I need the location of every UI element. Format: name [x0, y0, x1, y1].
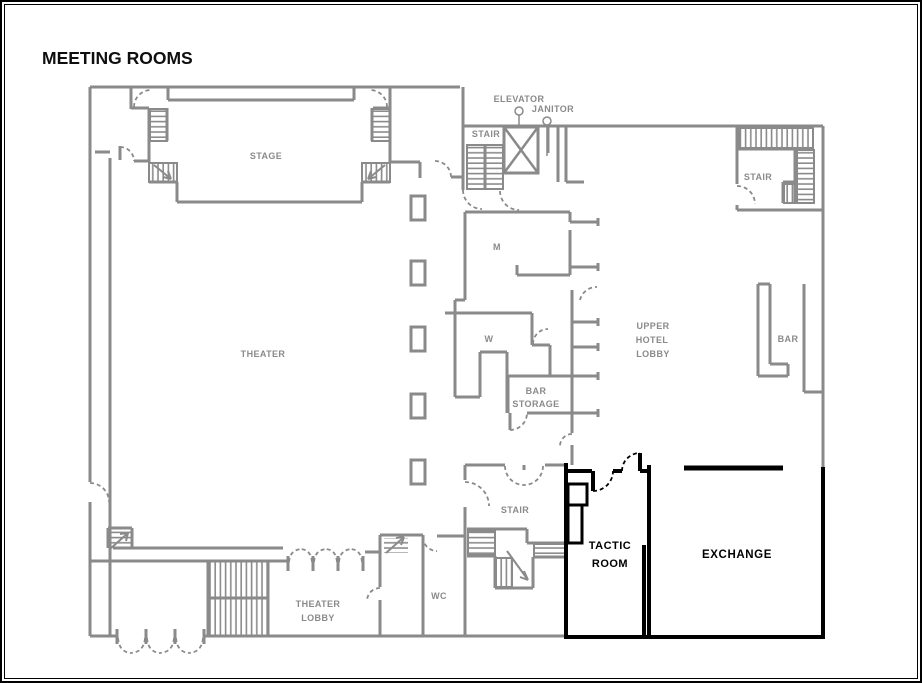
- column-pillar: [409, 392, 427, 420]
- tactic-room-door-arcs: [592, 452, 641, 492]
- gray-walls: [88, 85, 825, 644]
- label-leader-lines: [518, 115, 548, 156]
- theater-lobby-label-line2: LOBBY: [301, 613, 335, 623]
- main-stair-run-c-hatch: [533, 543, 567, 558]
- main-stair-label: STAIR: [501, 505, 529, 515]
- upper-right-stair-hatch-side: [796, 149, 815, 204]
- bar-storage-label-line1: BAR: [526, 386, 547, 396]
- elevator-label: ELEVATOR: [494, 94, 545, 104]
- door-swing-arcs: [89, 89, 756, 654]
- upper-hotel-lobby-label-line1: UPPER: [636, 321, 669, 331]
- column-pillar: [409, 259, 427, 287]
- main-stair-run-a-hatch: [467, 530, 496, 556]
- tactic-room-label-line1: TACTIC: [589, 540, 632, 552]
- elevator-leader-dot: [514, 106, 524, 116]
- stair-hatching: [109, 108, 815, 637]
- highlighted-rooms: [564, 452, 825, 639]
- mens-restroom-label: M: [493, 242, 501, 252]
- upper-hotel-lobby-label-line2: HOTEL: [636, 335, 669, 345]
- room-labels: MEETING ROOMS STAGE THEATER STAIR ELEVAT…: [42, 48, 798, 623]
- backstage-stair-hatch: [466, 144, 504, 190]
- theater-lobby-label-line1: THEATER: [296, 599, 341, 609]
- upper-right-stair-label: STAIR: [744, 172, 772, 182]
- theater-label: THEATER: [241, 349, 286, 359]
- lobby-left-stair-hatch: [109, 529, 132, 548]
- womens-restroom-label: W: [485, 334, 494, 344]
- janitor-label: JANITOR: [532, 104, 574, 114]
- stage-right-lower-stair-hatch: [361, 162, 391, 183]
- wc-side-stair-hatch: [384, 538, 408, 553]
- exchange-label: EXCHANGE: [702, 549, 772, 561]
- stage-label: STAGE: [250, 151, 282, 161]
- exchange-walls: [564, 467, 825, 639]
- stage-left-lower-stair-hatch: [148, 162, 178, 183]
- main-stair-run-b-hatch: [495, 557, 513, 588]
- bar-label: BAR: [778, 334, 799, 344]
- tactic-room-closet: [566, 503, 584, 545]
- upper-hotel-lobby-label-line3: LOBBY: [636, 349, 670, 359]
- wc-label: WC: [431, 591, 447, 601]
- upper-right-stair-hatch-inner: [783, 183, 796, 204]
- janitor-leader-dot: [542, 116, 552, 126]
- tactic-room-label-line2: ROOM: [592, 558, 628, 570]
- stage-left-upper-stair-hatch: [149, 108, 168, 142]
- stage-right-upper-stair-hatch: [371, 108, 391, 142]
- column-pillar: [409, 458, 427, 486]
- column-pillar: [409, 194, 427, 222]
- tactic-room-walls: [564, 453, 651, 637]
- grand-lobby-stair-hatch: [209, 562, 268, 637]
- upper-right-stair-hatch-top: [738, 127, 814, 149]
- bar-storage-label-line2: STORAGE: [512, 399, 559, 409]
- elevator-x-icon: [502, 126, 540, 174]
- backstage-stair-label: STAIR: [472, 129, 500, 139]
- page-title: MEETING ROOMS: [42, 48, 193, 68]
- inner-border: [4, 4, 918, 679]
- column-pillar: [409, 325, 427, 353]
